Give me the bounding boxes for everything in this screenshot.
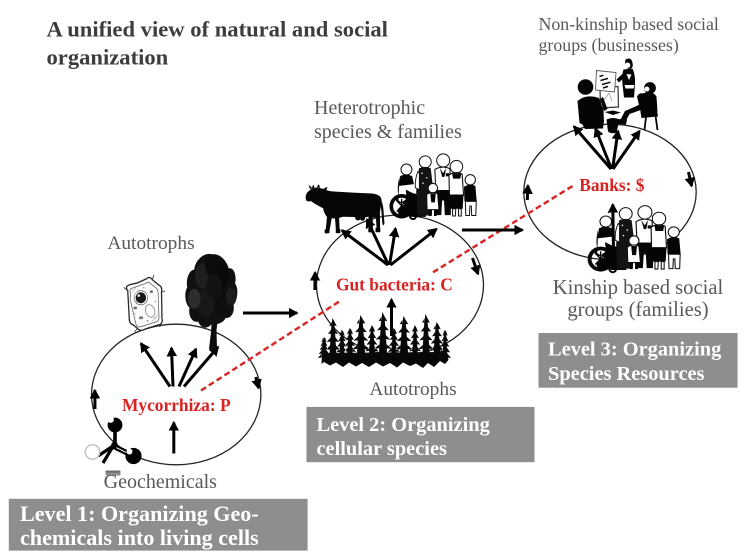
svg-text:Heterotrophic: Heterotrophic [314, 97, 425, 119]
svg-text:Level 3: Organizing: Level 3: Organizing [548, 338, 721, 360]
svg-text:Gut bacteria: C: Gut bacteria: C [336, 274, 453, 294]
svg-text:Non-kinship based social: Non-kinship based social [539, 14, 719, 34]
svg-text:A unified view of natural and: A unified view of natural and social [47, 16, 388, 41]
svg-text:chemicals into living cells: chemicals into living cells [20, 525, 259, 550]
svg-text:Autotrophs: Autotrophs [369, 379, 456, 400]
svg-text:Level 2: Organizing: Level 2: Organizing [317, 414, 490, 436]
svg-text:Autotrophs: Autotrophs [107, 233, 194, 254]
svg-text:species & families: species & families [314, 121, 462, 143]
svg-text:Mycorrhiza: P: Mycorrhiza: P [122, 395, 231, 415]
svg-text:Kinship based social: Kinship based social [553, 277, 724, 299]
svg-text:Geochemicals: Geochemicals [104, 471, 217, 493]
svg-text:groups (families): groups (families) [567, 299, 708, 321]
svg-text:Banks: $: Banks: $ [579, 175, 645, 195]
svg-text:organization: organization [47, 44, 169, 69]
svg-text:Species Resources: Species Resources [548, 363, 705, 385]
svg-text:groups (businesses): groups (businesses) [539, 35, 679, 56]
svg-text:cellular species: cellular species [317, 438, 448, 460]
svg-text:Level 1: Organizing Geo-: Level 1: Organizing Geo- [20, 501, 259, 526]
